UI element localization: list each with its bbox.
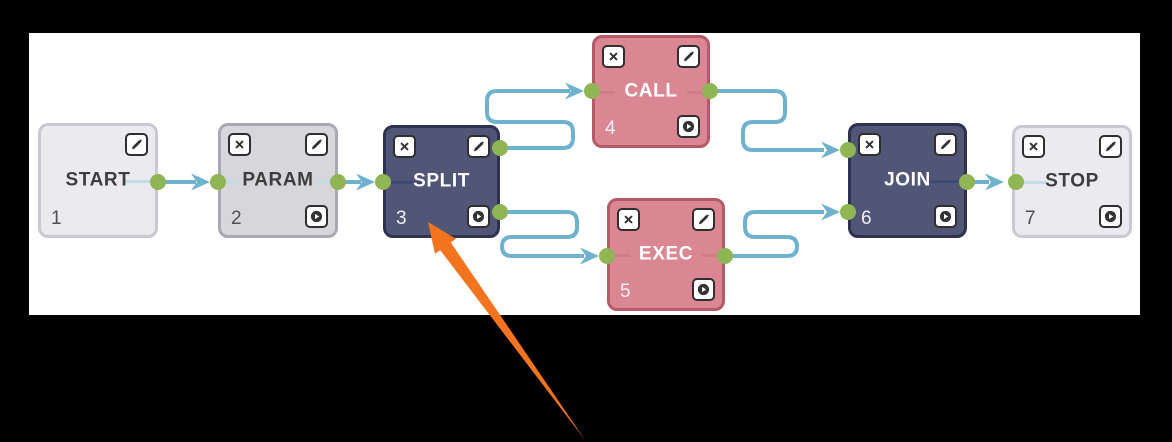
pencil-icon bbox=[473, 141, 484, 152]
edit-icon[interactable] bbox=[677, 45, 700, 68]
pencil-icon bbox=[683, 51, 694, 62]
run-icon[interactable] bbox=[692, 278, 715, 301]
delete-icon[interactable] bbox=[1022, 135, 1045, 158]
x-icon bbox=[624, 215, 633, 224]
port-dot[interactable] bbox=[702, 83, 718, 99]
x-icon bbox=[865, 140, 874, 149]
node-label: PARAM bbox=[242, 169, 314, 191]
delete-icon[interactable] bbox=[617, 208, 640, 231]
play-icon bbox=[1104, 210, 1117, 223]
port-dot[interactable] bbox=[717, 248, 733, 264]
node-number: 1 bbox=[51, 208, 62, 229]
pencil-icon bbox=[1105, 141, 1116, 152]
play-icon bbox=[310, 210, 323, 223]
edit-icon[interactable] bbox=[934, 133, 957, 156]
play-icon bbox=[682, 120, 695, 133]
x-icon bbox=[609, 52, 618, 61]
node-join[interactable]: JOIN 6 bbox=[848, 123, 967, 238]
port-dot[interactable] bbox=[492, 140, 508, 156]
diagram-canvas[interactable] bbox=[29, 33, 1140, 315]
x-icon bbox=[400, 142, 409, 151]
delete-icon[interactable] bbox=[602, 45, 625, 68]
pencil-icon bbox=[311, 139, 322, 150]
play-icon bbox=[697, 283, 710, 296]
run-icon[interactable] bbox=[677, 115, 700, 138]
node-number: 5 bbox=[620, 281, 631, 302]
node-number: 2 bbox=[231, 208, 242, 229]
node-param[interactable]: PARAM 2 bbox=[218, 123, 338, 238]
node-label: START bbox=[65, 169, 131, 191]
pencil-icon bbox=[131, 139, 142, 150]
port-dot[interactable] bbox=[1008, 174, 1024, 190]
node-label: EXEC bbox=[638, 243, 694, 265]
node-exec[interactable]: EXEC 5 bbox=[607, 198, 725, 311]
x-icon bbox=[235, 140, 244, 149]
x-icon bbox=[1029, 142, 1038, 151]
run-icon[interactable] bbox=[934, 205, 957, 228]
port-dot[interactable] bbox=[330, 174, 346, 190]
node-label: CALL bbox=[624, 80, 678, 102]
pencil-icon bbox=[698, 214, 709, 225]
run-icon[interactable] bbox=[467, 205, 490, 228]
node-call[interactable]: CALL 4 bbox=[592, 35, 710, 148]
node-split[interactable]: SPLIT 3 bbox=[383, 125, 500, 238]
port-dot[interactable] bbox=[959, 174, 975, 190]
delete-icon[interactable] bbox=[228, 133, 251, 156]
node-number: 3 bbox=[396, 208, 407, 229]
node-start[interactable]: START 1 bbox=[38, 123, 158, 238]
node-label: STOP bbox=[1045, 170, 1099, 192]
run-icon[interactable] bbox=[305, 205, 328, 228]
port-dot[interactable] bbox=[584, 83, 600, 99]
port-dot[interactable] bbox=[492, 204, 508, 220]
edit-icon[interactable] bbox=[125, 133, 148, 156]
edit-icon[interactable] bbox=[1099, 135, 1122, 158]
node-label: JOIN bbox=[884, 169, 931, 191]
node-label: SPLIT bbox=[413, 170, 470, 192]
node-number: 7 bbox=[1025, 208, 1036, 229]
edit-icon[interactable] bbox=[305, 133, 328, 156]
node-stop[interactable]: STOP 7 bbox=[1012, 125, 1132, 238]
port-dot[interactable] bbox=[599, 248, 615, 264]
node-number: 4 bbox=[605, 118, 616, 139]
node-number: 6 bbox=[861, 208, 872, 229]
edit-icon[interactable] bbox=[467, 135, 490, 158]
port-dot[interactable] bbox=[150, 174, 166, 190]
pencil-icon bbox=[940, 139, 951, 150]
port-dot[interactable] bbox=[375, 174, 391, 190]
port-dot[interactable] bbox=[840, 204, 856, 220]
run-icon[interactable] bbox=[1099, 205, 1122, 228]
delete-icon[interactable] bbox=[858, 133, 881, 156]
play-icon bbox=[939, 210, 952, 223]
play-icon bbox=[472, 210, 485, 223]
port-dot[interactable] bbox=[840, 142, 856, 158]
delete-icon[interactable] bbox=[393, 135, 416, 158]
port-dot[interactable] bbox=[210, 174, 226, 190]
edit-icon[interactable] bbox=[692, 208, 715, 231]
